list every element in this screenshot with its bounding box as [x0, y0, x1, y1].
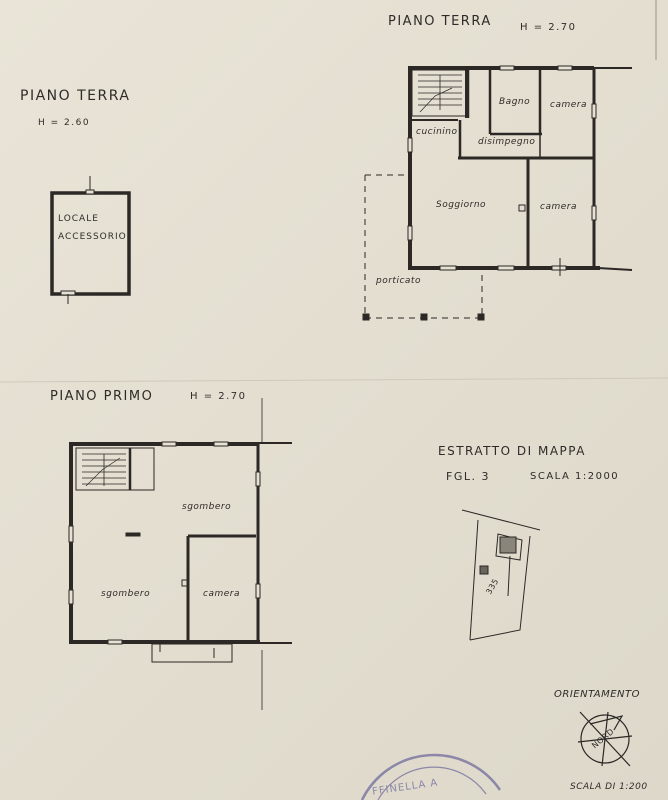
room-label-bagno: Bagno	[499, 97, 531, 107]
ground-plan-title: PIANO TERRA	[388, 14, 492, 29]
room-label-locale-accessorio: LOCALE ACCESSORIO	[58, 214, 127, 242]
map-extract-title: ESTRATTO DI MAPPA	[438, 444, 586, 458]
north-arrow-icon	[577, 711, 633, 767]
first-plan-height: H = 2.70	[190, 391, 247, 402]
map-extract-drawing	[461, 509, 541, 641]
first-floor-plan	[68, 398, 292, 710]
first-plan-title: PIANO PRIMO	[50, 389, 154, 404]
room-label-sgombero-top: sgombero	[182, 502, 232, 512]
accessory-plan-height: H = 2.60	[38, 118, 91, 128]
map-extract-sheet: FGL. 3	[446, 470, 490, 483]
room-label-camera-top: camera	[550, 100, 587, 110]
stamp-arc	[360, 753, 502, 800]
room-label-soggiorno: Soggiorno	[436, 200, 487, 210]
room-label-camera-mid: camera	[540, 202, 577, 212]
room-label-porticato: porticato	[376, 276, 421, 286]
room-label-sgombero-left: sgombero	[101, 589, 151, 599]
orientation-label: ORIENTAMENTO	[554, 689, 641, 700]
scale-label: SCALA DI 1:200	[570, 782, 648, 792]
room-label-camera: camera	[203, 589, 240, 599]
accessory-room-plan	[50, 176, 131, 304]
room-label-disimpegno: disimpegno	[478, 137, 536, 147]
ground-floor-plan	[362, 0, 657, 321]
accessory-plan-title: PIANO TERRA	[20, 88, 131, 104]
map-extract-scale: SCALA 1:2000	[530, 471, 620, 482]
room-label-cucinino: cucinino	[416, 127, 458, 137]
ground-plan-height: H = 2.70	[520, 22, 577, 33]
